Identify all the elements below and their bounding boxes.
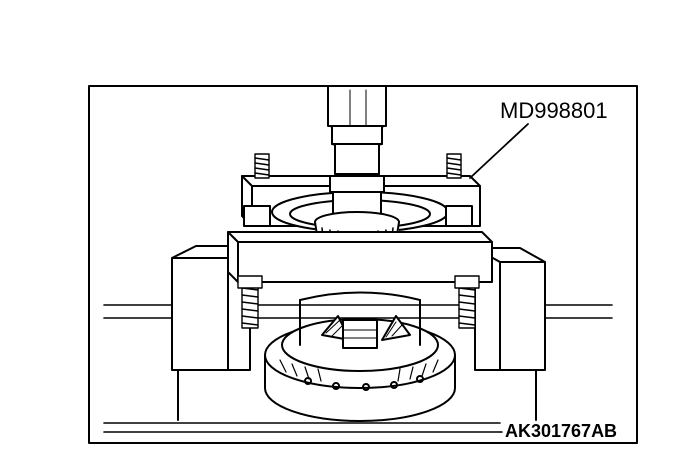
- threaded-studs-lower: [237, 275, 480, 329]
- press-ram: [327, 85, 387, 219]
- puller-plate-lower: [227, 231, 493, 283]
- tool-callout-label: MD998801: [500, 98, 608, 123]
- threaded-studs-upper: [254, 153, 462, 179]
- figure-code-label: AK301767AB: [505, 421, 618, 441]
- callout-leader-line: [469, 123, 529, 179]
- differential-case: [264, 291, 456, 422]
